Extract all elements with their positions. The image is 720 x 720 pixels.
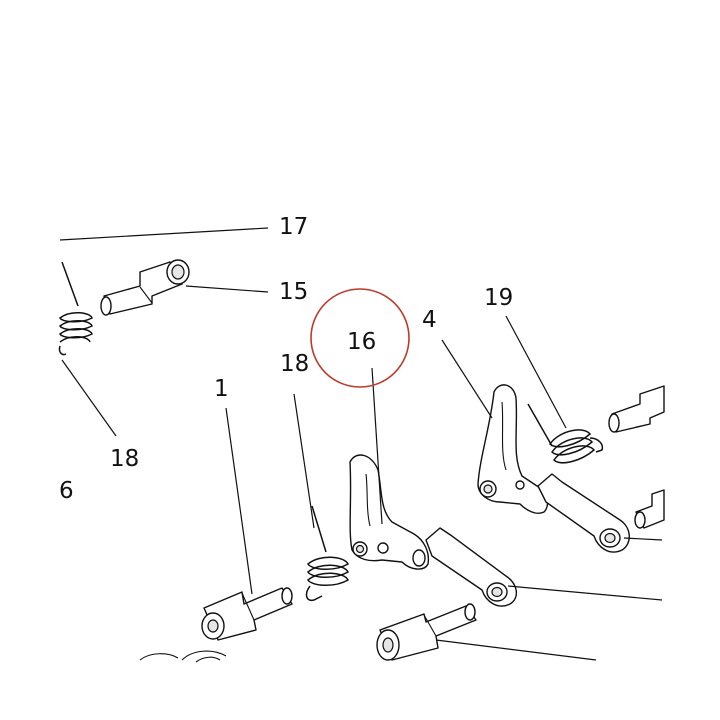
lever-part-16 <box>349 454 430 570</box>
highlight-circle <box>310 288 410 388</box>
leader-line-4 <box>441 339 493 419</box>
callout-15: 15 <box>279 279 308 305</box>
callout-6: 6 <box>59 478 74 504</box>
pin-part-right-lower <box>634 489 665 529</box>
link-arm-part <box>425 527 517 607</box>
callout-1: 1 <box>214 376 229 402</box>
leader-line-arm-right <box>623 537 663 541</box>
leader-line-pin-bottom <box>435 639 597 661</box>
partial-part-bottom-left <box>139 650 227 663</box>
leader-line-arm-middle <box>507 585 663 601</box>
pin-part-bottom <box>376 603 477 661</box>
callout-16: 16 <box>347 329 376 355</box>
lever-part-4 <box>477 384 549 514</box>
leader-line-18-middle <box>293 393 315 529</box>
spring-part-19 <box>527 403 604 464</box>
pin-part-right-upper <box>608 385 665 433</box>
callout-17: 17 <box>279 214 308 240</box>
leader-line-15 <box>185 285 269 293</box>
leader-line-1 <box>225 407 253 595</box>
leader-line-17 <box>59 227 269 241</box>
spring-part-18-left <box>58 261 93 356</box>
pin-part-1 <box>201 587 293 641</box>
callout-19: 19 <box>484 285 513 311</box>
link-arm-part-right <box>537 473 630 553</box>
leader-line-18-left <box>61 359 117 437</box>
pin-part-15 <box>100 259 190 316</box>
callout-4: 4 <box>422 307 437 333</box>
callout-18-left: 18 <box>110 446 139 472</box>
leader-line-16 <box>371 367 383 525</box>
callout-18-top: 18 <box>280 351 309 377</box>
spring-part-18-middle <box>305 505 349 602</box>
leader-line-19 <box>505 315 567 429</box>
